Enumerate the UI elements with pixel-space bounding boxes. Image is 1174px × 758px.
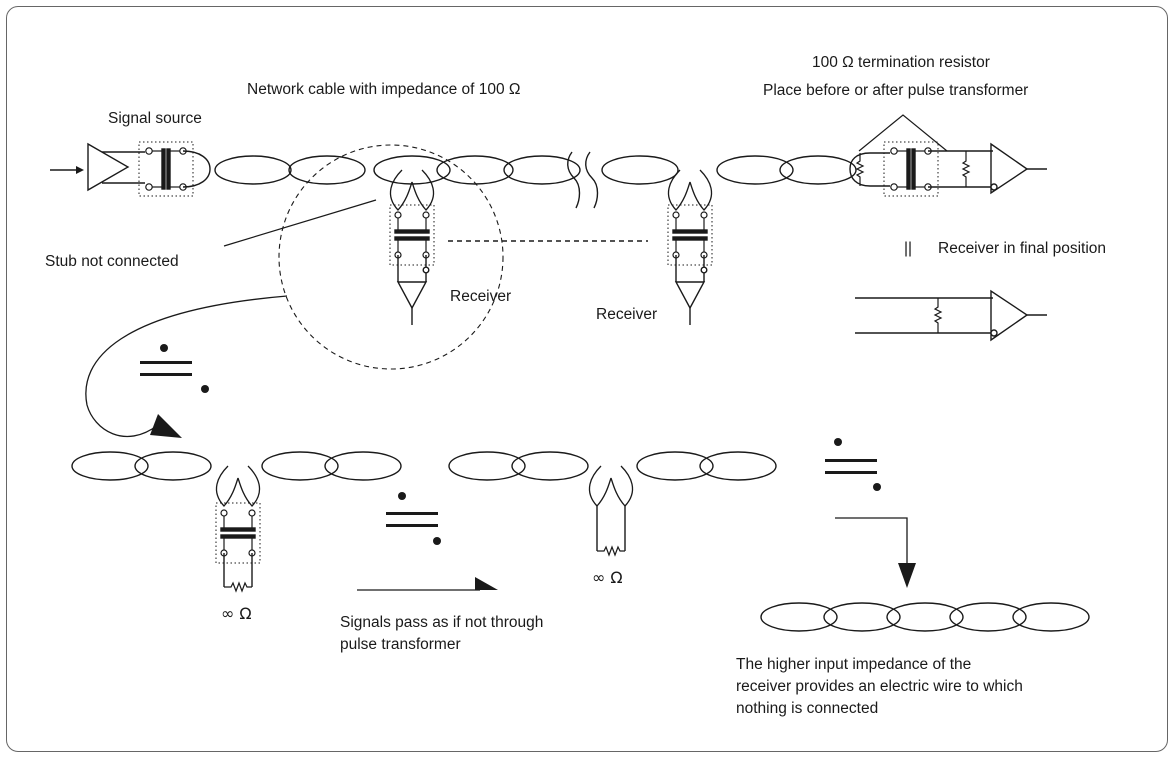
network-cable-right (601, 155, 857, 185)
approx-equal-mid (386, 492, 441, 545)
bottom-stub-tap-2 (588, 465, 634, 507)
source-pulse-transformer (138, 141, 194, 197)
stub-pointer (223, 199, 377, 247)
final-receiver-amplifier (990, 142, 1029, 195)
bottom-load-resistor-2 (597, 545, 625, 557)
termination-pulse-transformer (883, 141, 939, 197)
placement-bracket (858, 114, 948, 152)
termination-resistor-label: 100 Ω termination resistor (812, 54, 990, 71)
place-before-after-label: Place before or after pulse transformer (763, 82, 1029, 99)
network-cable-label: Network cable with impedance of 100 Ω (247, 81, 521, 98)
stub-zoom-circle (278, 144, 504, 370)
network-cable-left (214, 155, 581, 185)
bottom-pulse-transformer-1 (215, 502, 261, 564)
higher-impedance-line-2: receiver provides an electric wire to wh… (736, 678, 1023, 695)
cable-break (567, 151, 599, 209)
termination-resistor-left (855, 153, 865, 186)
signal-source-amplifier (50, 142, 145, 192)
result-arrow (835, 517, 908, 565)
diagram-frame (6, 6, 1168, 752)
bottom-stub-tap-1 (215, 465, 261, 507)
signals-pass-line-2: pulse transformer (340, 636, 461, 653)
equivalence-mark: || (904, 240, 913, 257)
approx-equal-symbols (140, 344, 881, 545)
termination-resistor-right (961, 151, 971, 187)
higher-impedance-line-1: The higher input impedance of the (736, 656, 972, 673)
receiver-mid-amplifier (396, 281, 428, 310)
bottom-cable-3 (760, 602, 1090, 632)
bottom-cable-2 (448, 451, 777, 481)
higher-impedance-line-3: nothing is connected (736, 700, 879, 717)
zoom-arrow (85, 295, 288, 437)
source-loop (182, 150, 211, 188)
signal-source-label: Signal source (108, 110, 202, 127)
stub-tap-mid (389, 169, 435, 211)
approx-equal-right (825, 438, 881, 491)
infinity-ohm-mid: ∞ Ω (592, 568, 623, 587)
inset-termination-resistor (933, 298, 943, 333)
stub-tap-right (667, 169, 713, 211)
approx-equal-left (140, 344, 209, 393)
bottom-load-resistor-1 (224, 581, 252, 593)
bottom-cable-1 (71, 451, 402, 481)
receiver-mid-label: Receiver (450, 288, 512, 305)
infinity-ohm-left: ∞ Ω (221, 604, 252, 623)
signals-pass-line-1: Signals pass as if not through (340, 614, 544, 631)
stub-pulse-transformer-mid (389, 204, 435, 266)
receiver-final-label: Receiver in final position (938, 240, 1107, 257)
receiver-right-label: Receiver (596, 306, 658, 323)
receiver-right-amplifier (674, 281, 706, 310)
stub-not-connected-label: Stub not connected (45, 253, 179, 270)
stub-pulse-transformer-right (667, 204, 713, 266)
inset-receiver-amplifier (990, 289, 1029, 342)
